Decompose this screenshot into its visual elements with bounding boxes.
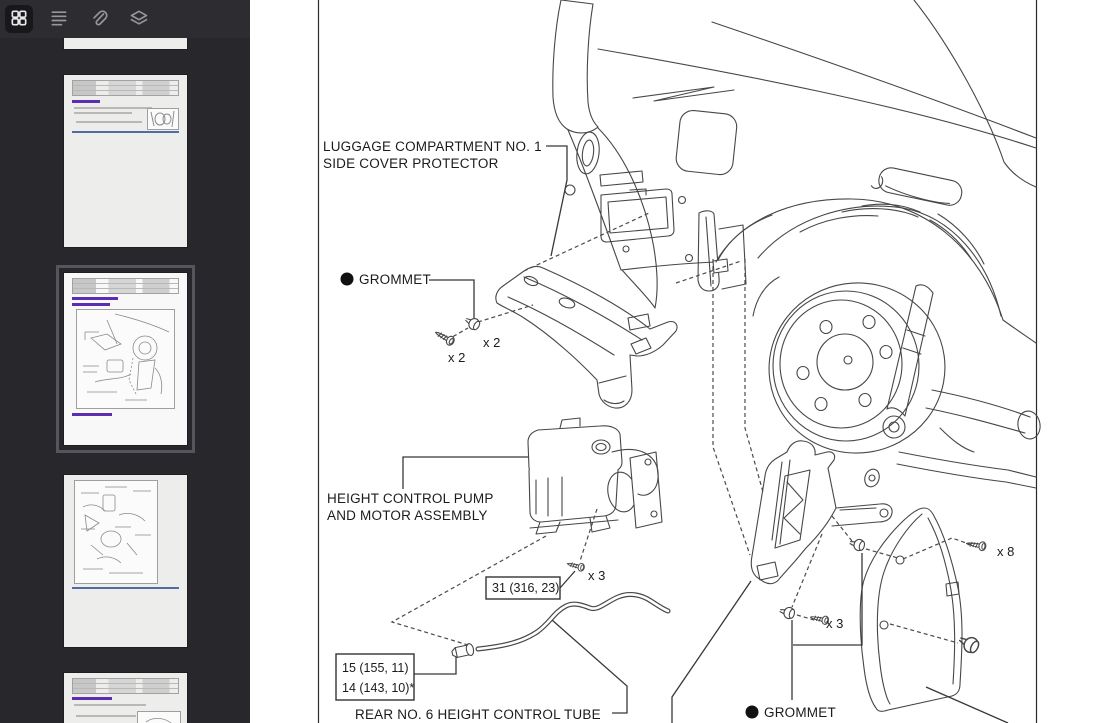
thumbnails-grid-button[interactable] <box>5 5 33 33</box>
qty-grommets-top: x 2 <box>483 335 500 350</box>
thumbnail-page-1[interactable] <box>63 38 187 49</box>
qty-bracket-screws: x 3 <box>826 616 843 631</box>
exploded-view-diagram: LUGGAGE COMPARTMENT NO. 1 SIDE COVER PRO… <box>317 0 1041 723</box>
pump-bracket-part <box>750 440 893 585</box>
thumbnail-sidebar <box>0 0 250 723</box>
torque-pump-value: 31 (316, 23) <box>492 581 559 595</box>
layers-button[interactable] <box>125 5 153 33</box>
grommet-bullet-icon <box>340 272 354 286</box>
label-pump-line2: AND MOTOR ASSEMBLY <box>327 508 488 523</box>
thumbnail-page-4[interactable] <box>63 475 187 647</box>
label-grommet-bottom: GROMMET <box>764 705 836 720</box>
grommet-left <box>778 604 797 621</box>
thumbnail-figure <box>73 480 158 584</box>
mud-guard-part <box>859 507 963 712</box>
grommet-bullet-icon <box>745 705 759 719</box>
leader-lines <box>402 145 1009 723</box>
thumbnail-page-3-selected[interactable] <box>63 273 187 445</box>
thumbnail-list <box>0 38 250 723</box>
thumbnail-divider <box>71 131 179 133</box>
selected-thumbnail-frame <box>55 265 195 453</box>
qty-pump-bolts: x 3 <box>588 568 605 583</box>
assembly-direction-lines <box>390 212 973 646</box>
thumbnail-header-table <box>71 278 179 294</box>
outline-list-button[interactable] <box>45 5 73 33</box>
thumbnail-header-table <box>71 80 179 96</box>
thumbnail-figure <box>136 711 181 723</box>
torque-box-pump <box>485 576 561 600</box>
thumbnail-figure <box>146 108 179 130</box>
torque-box-tube <box>335 653 415 701</box>
qty-screws-top: x 2 <box>448 350 465 365</box>
attachments-paperclip-button[interactable] <box>85 5 113 33</box>
label-tube: REAR NO. 6 HEIGHT CONTROL TUBE <box>355 707 601 722</box>
layers-icon <box>129 8 149 31</box>
side-cover-protector-part <box>495 266 678 409</box>
screw-top <box>432 327 457 348</box>
thumbnail-divider <box>71 587 179 589</box>
label-grommet-top: GROMMET <box>359 272 431 287</box>
screw-x8 <box>965 538 988 552</box>
torque-tube-line1: 15 (155, 11) <box>342 661 408 675</box>
thumbnail-link <box>71 100 100 103</box>
outline-list-icon <box>49 8 69 31</box>
tube-fitting <box>451 643 475 658</box>
sidebar-toolbar <box>0 0 250 38</box>
torque-tube-line2: 14 (143, 10)* <box>342 681 414 695</box>
pump-bolt <box>565 559 586 573</box>
bolt-bottom-right <box>955 631 982 656</box>
fasteners <box>432 314 988 656</box>
thumbnails-grid-icon <box>9 8 29 31</box>
thumbnail-page-2[interactable] <box>63 75 187 247</box>
rear-wheel-brake-drum <box>752 276 946 488</box>
car-rear-quarter-drawing <box>552 0 1037 344</box>
fuel-door <box>675 109 738 176</box>
door-handle <box>870 167 963 206</box>
thumbnail-header-table <box>71 678 179 694</box>
label-luggage-cover-line1: LUGGAGE COMPARTMENT NO. 1 <box>323 139 542 154</box>
height-control-tube-part <box>451 591 671 658</box>
height-control-pump-part <box>527 417 663 535</box>
qty-mudguard-screws: x 8 <box>997 544 1014 559</box>
figure-border <box>317 0 1038 723</box>
document-viewer: LUGGAGE COMPARTMENT NO. 1 SIDE COVER PRO… <box>250 0 1113 723</box>
thumbnail-page-5[interactable] <box>63 673 187 723</box>
suspension-parts <box>882 284 1041 489</box>
attachments-paperclip-icon <box>89 8 109 31</box>
label-luggage-cover-line2: SIDE COVER PROTECTOR <box>323 156 499 171</box>
label-pump-line1: HEIGHT CONTROL PUMP <box>327 491 494 506</box>
thumbnail-figure <box>75 309 175 409</box>
